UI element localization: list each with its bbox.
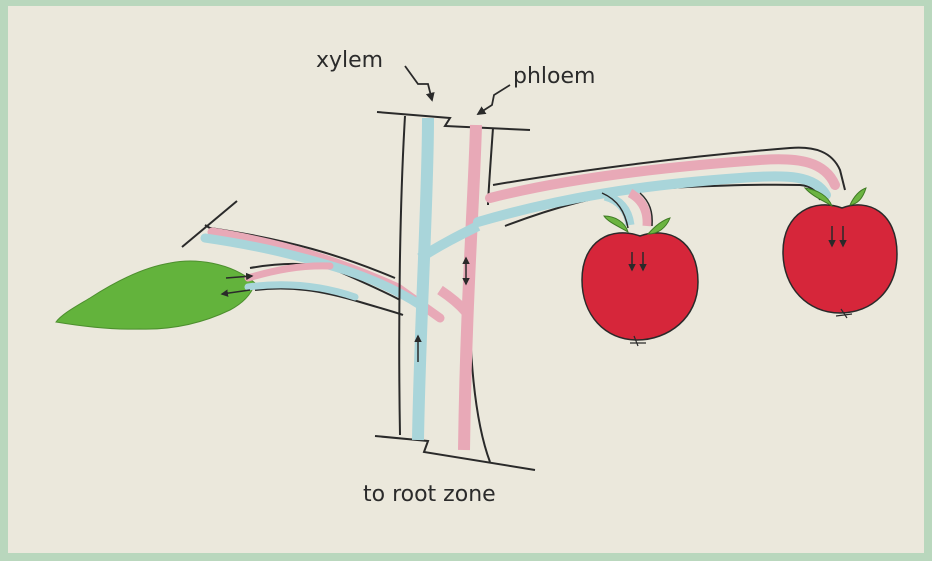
root-zone-label: to root zone [363,484,496,506]
xylem-pointer [405,66,432,100]
xylem-label: xylem [316,50,383,72]
trunk-phloem [464,125,476,450]
leaf-stalk-xylem [248,285,355,297]
trunk-cross-phloem [440,290,466,312]
trunk-xylem [418,118,428,440]
phloem-pointer [478,85,510,114]
apple-1 [582,216,698,346]
trunk-top-cut [377,112,530,130]
phloem-label: phloem [513,66,595,88]
apple-2 [783,188,897,318]
leaf [56,261,255,329]
leaf-stalk-phloem [248,266,330,278]
trunk-bottom-cut [375,436,535,470]
apple-1-stalk [602,193,652,228]
